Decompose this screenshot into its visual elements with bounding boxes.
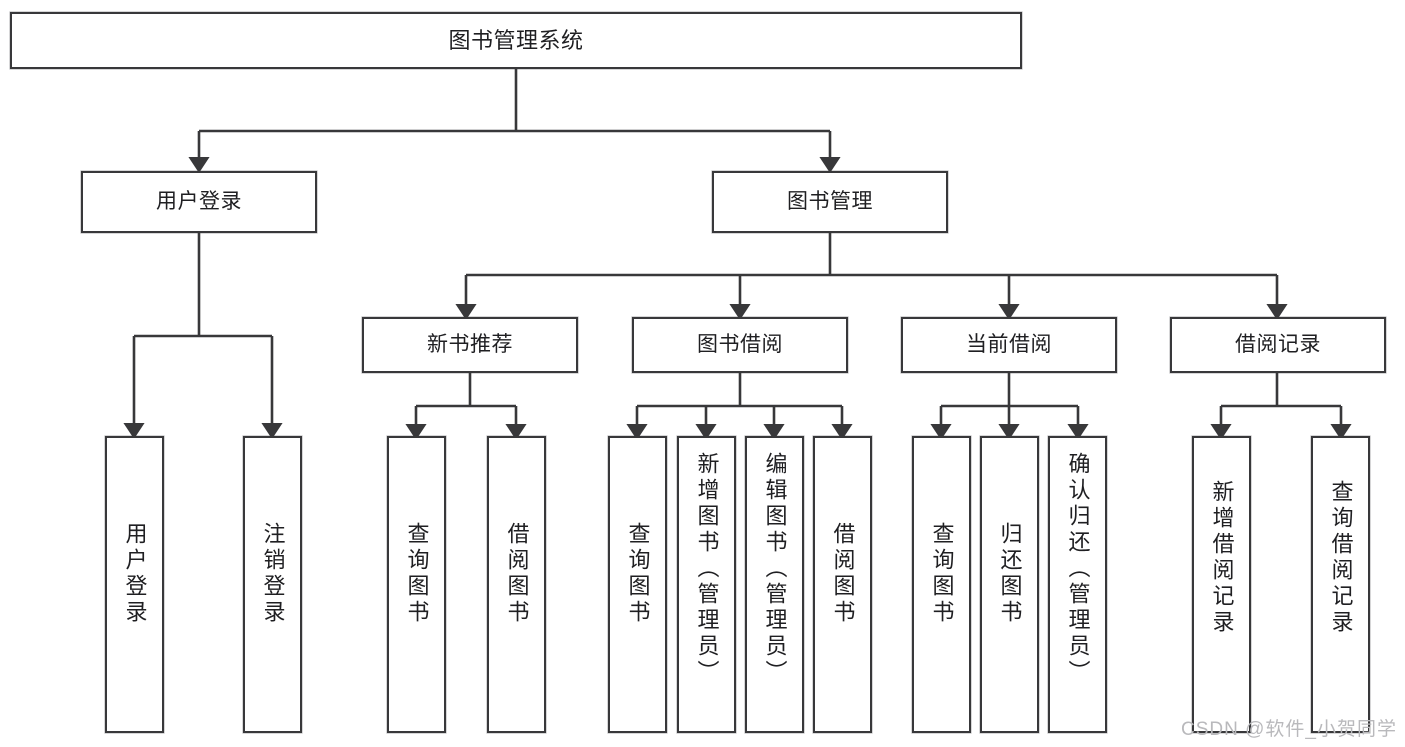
node-label: 图书借阅 (697, 332, 783, 356)
node-label: 查询借阅记录 (1328, 480, 1354, 636)
node-label: 查询图书 (929, 522, 955, 626)
node-root-book-management-system[interactable]: 图书管理系统 (10, 12, 1022, 69)
leaf-query-book-current[interactable]: 查询图书 (912, 436, 971, 733)
node-label: 编辑图书（管理员） (762, 452, 788, 686)
node-label: 用户登录 (122, 522, 148, 626)
leaf-return-book[interactable]: 归还图书 (980, 436, 1039, 733)
node-borrow-record[interactable]: 借阅记录 (1170, 317, 1386, 373)
node-label: 查询图书 (625, 522, 651, 626)
leaf-edit-book-admin[interactable]: 编辑图书（管理员） (745, 436, 804, 733)
node-label: 新增借阅记录 (1209, 480, 1235, 636)
leaf-user-login[interactable]: 用户登录 (105, 436, 164, 733)
node-label: 图书管理 (787, 189, 873, 213)
node-label: 查询图书 (404, 522, 430, 626)
leaf-confirm-return-admin[interactable]: 确认归还（管理员） (1048, 436, 1107, 733)
leaf-add-book-admin[interactable]: 新增图书（管理员） (677, 436, 736, 733)
node-label: 借阅记录 (1235, 332, 1321, 356)
leaf-logout[interactable]: 注销登录 (243, 436, 302, 733)
node-label: 新增图书（管理员） (694, 452, 720, 686)
node-label: 用户登录 (156, 189, 242, 213)
leaf-query-borrow-record[interactable]: 查询借阅记录 (1311, 436, 1370, 733)
node-new-book-recommendation[interactable]: 新书推荐 (362, 317, 578, 373)
node-label: 图书管理系统 (448, 27, 584, 53)
node-book-management[interactable]: 图书管理 (712, 171, 948, 233)
node-label: 借阅图书 (830, 522, 856, 626)
node-book-borrow[interactable]: 图书借阅 (632, 317, 848, 373)
node-current-borrow[interactable]: 当前借阅 (901, 317, 1117, 373)
node-label: 归还图书 (997, 522, 1023, 626)
leaf-borrow-book-new[interactable]: 借阅图书 (487, 436, 546, 733)
leaf-query-book-new[interactable]: 查询图书 (387, 436, 446, 733)
leaf-borrow-book[interactable]: 借阅图书 (813, 436, 872, 733)
leaf-add-borrow-record[interactable]: 新增借阅记录 (1192, 436, 1251, 733)
leaf-query-book-borrow[interactable]: 查询图书 (608, 436, 667, 733)
watermark: CSDN @软件_小贺同学 (1181, 719, 1397, 740)
node-label: 注销登录 (260, 522, 286, 626)
node-label: 确认归还（管理员） (1065, 452, 1091, 686)
node-label: 当前借阅 (966, 332, 1052, 356)
node-label: 借阅图书 (504, 522, 530, 626)
node-label: 新书推荐 (427, 332, 513, 356)
node-user-login[interactable]: 用户登录 (81, 171, 317, 233)
